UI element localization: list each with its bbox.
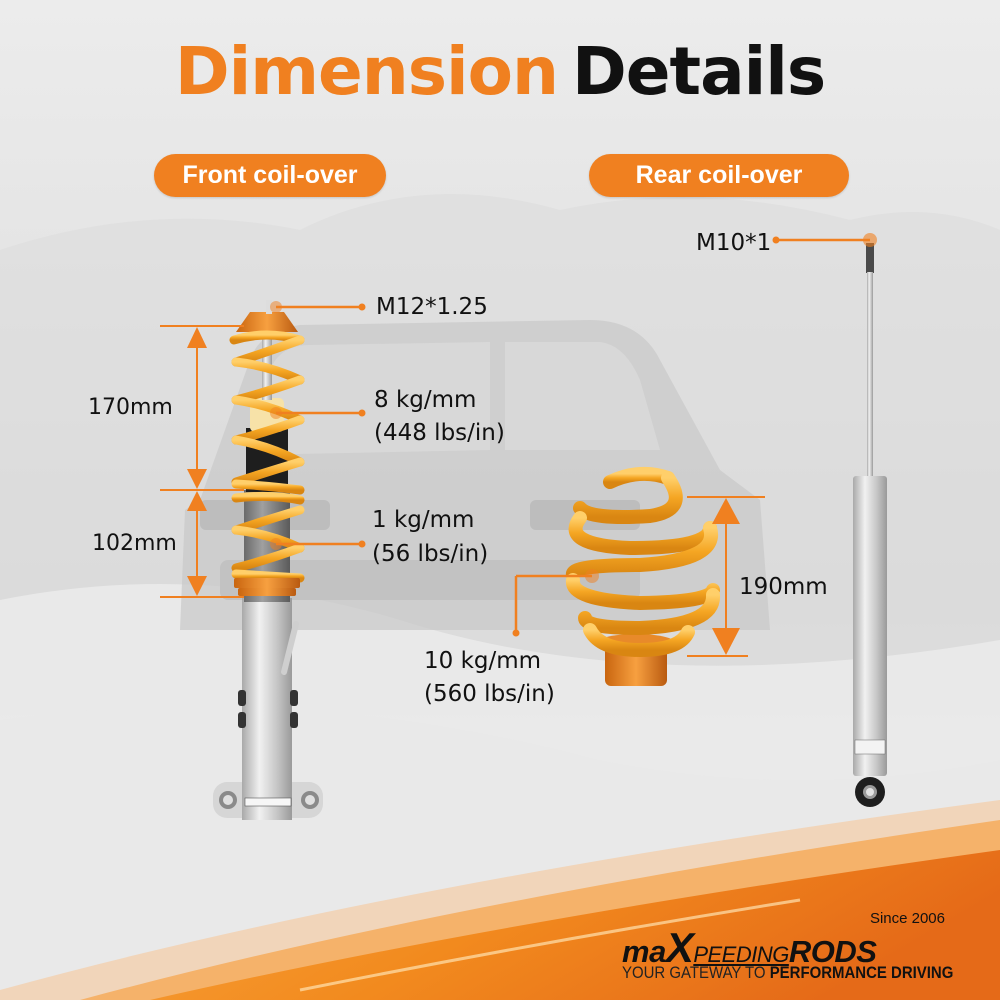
brand-name-mid: PEEDING (693, 942, 789, 967)
rear-thread-label: M10*1 (696, 230, 772, 256)
front-coilover-badge: Front coil-over (154, 154, 386, 197)
callout-dot-icon (358, 303, 366, 311)
front-upper-spring-rate: 8 kg/mm (374, 387, 477, 413)
front-thread-label: M12*1.25 (376, 294, 488, 320)
brand-name-x: X (665, 924, 694, 971)
front-lower-length: 102mm (92, 531, 177, 556)
rear-shock-icon (853, 243, 887, 807)
rear-coilover-badge: Rear coil-over (589, 154, 849, 197)
title-part-dimension: Dimension (174, 33, 559, 110)
tagline-light: YOUR GATEWAY TO (622, 963, 770, 982)
brand-logo: Since 2006 maXPEEDINGRODS YOUR GATEWAY T… (620, 910, 953, 990)
brand-tagline: YOUR GATEWAY TO PERFORMANCE DRIVING (622, 963, 953, 983)
rear-spring-callout (512, 569, 599, 637)
brand-name-suffix: RODS (788, 934, 877, 969)
front-dimension-170mm (160, 325, 244, 598)
front-lower-spring-rate-imperial: (56 lbs/in) (372, 541, 489, 567)
front-callouts (270, 301, 366, 550)
front-upper-length: 170mm (88, 395, 173, 420)
tagline-bold: PERFORMANCE DRIVING (769, 963, 954, 982)
front-lower-spring-rate: 1 kg/mm (372, 507, 475, 533)
rear-thread-callout (772, 233, 877, 247)
rear-spring-rate-imperial: (560 lbs/in) (424, 681, 555, 707)
front-upper-spring-rate-imperial: (448 lbs/in) (374, 420, 505, 446)
rear-spring-length: 190mm (739, 574, 828, 600)
brand-name: maXPEEDINGRODS (622, 924, 877, 972)
title-part-details: Details (572, 33, 826, 110)
brand-since: Since 2006 (869, 910, 945, 927)
front-coilover-icon (213, 300, 323, 820)
rear-spring-rate: 10 kg/mm (424, 648, 542, 674)
brand-name-prefix: ma (622, 934, 666, 969)
rear-dimension-190mm (687, 496, 765, 657)
rear-spring-icon (565, 466, 720, 686)
